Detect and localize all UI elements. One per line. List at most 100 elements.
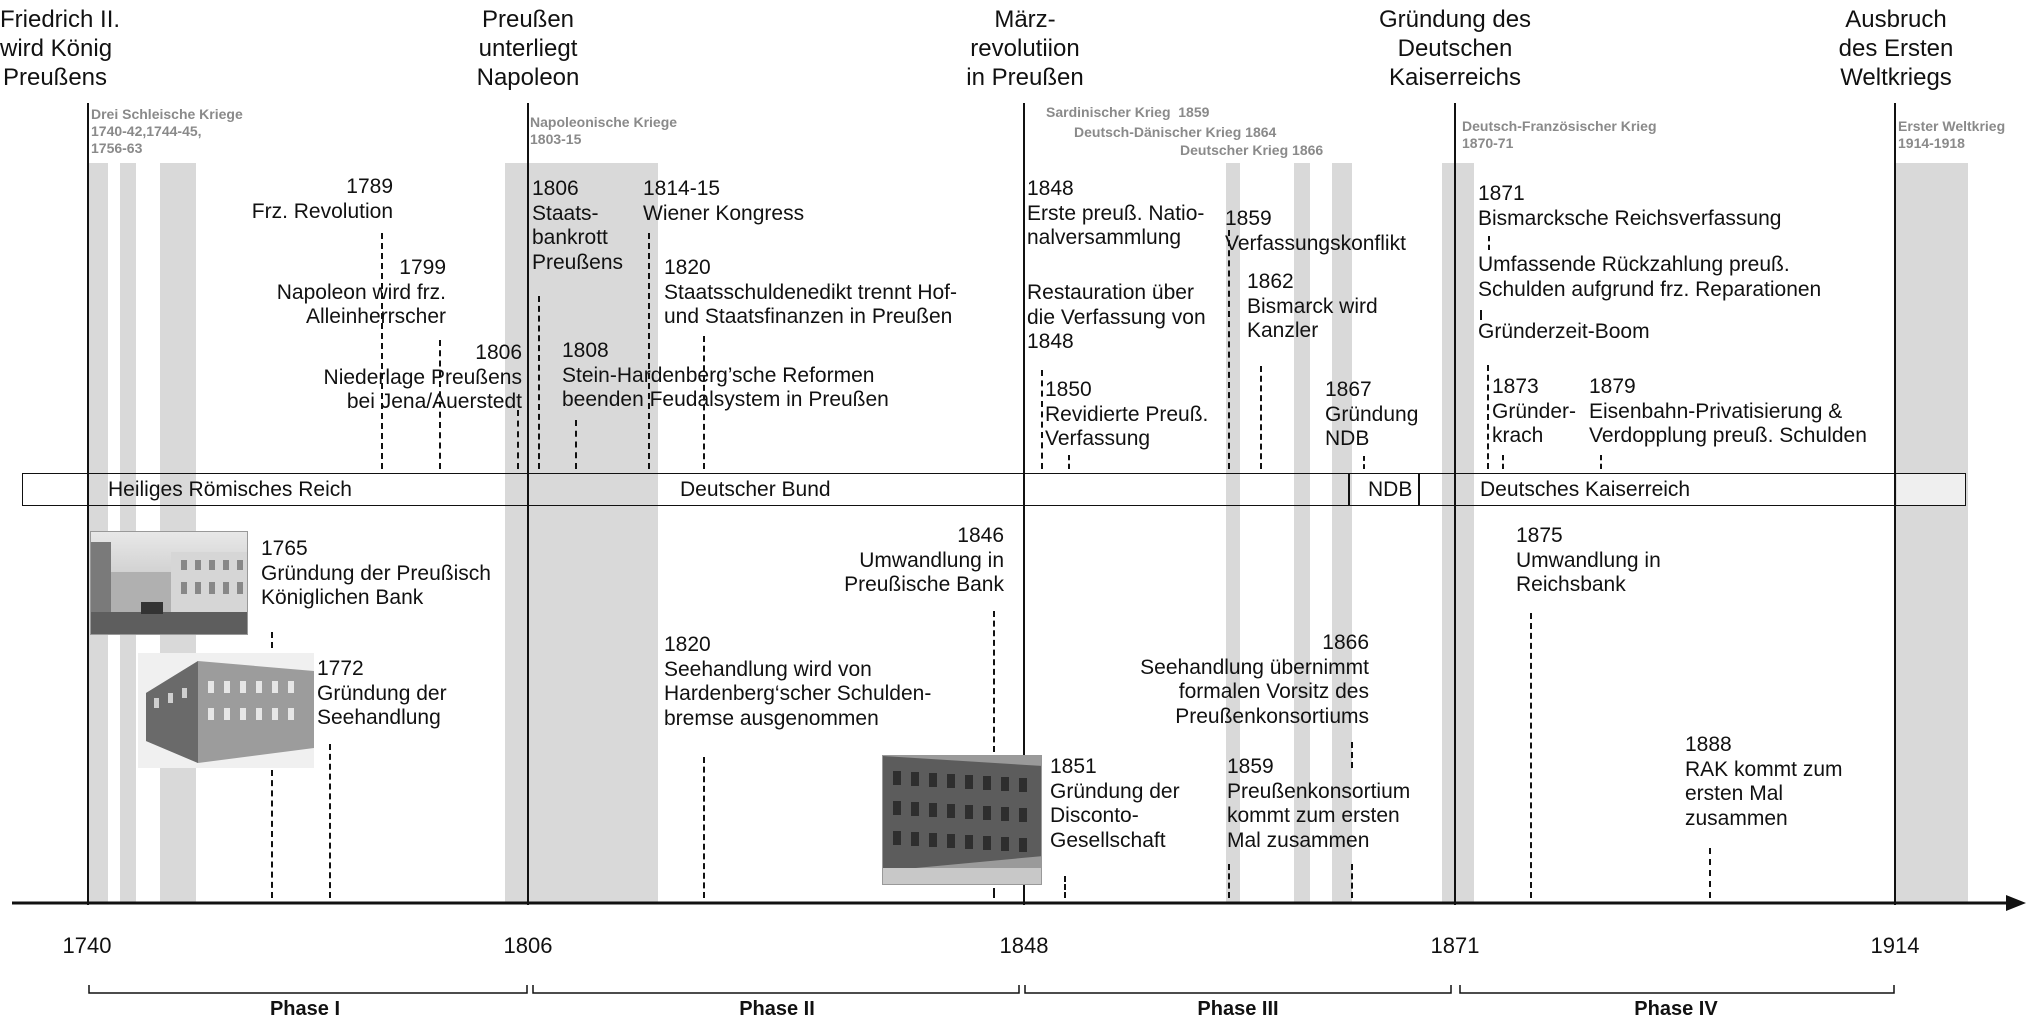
connector-1873a [1487, 365, 1489, 469]
connector-1879 [1600, 455, 1602, 469]
strip-divider-ndb-reich [1418, 474, 1420, 505]
connector-1806 [517, 410, 519, 469]
connector-1789 [381, 233, 383, 469]
connector-low-1875 [1530, 613, 1532, 898]
connector-low-1772 [329, 744, 331, 898]
lower-event-1875: 1875 Umwandlung in Reichsbank [1516, 524, 1661, 597]
phase-1-label: Phase I [269, 998, 341, 1020]
war-band-daenisch [1294, 163, 1310, 902]
event-1879: 1879 Eisenbahn-Privatisierung & Verdoppl… [1589, 375, 1867, 448]
connector-1862 [1260, 366, 1262, 469]
epoch-line-1848 [1023, 103, 1025, 905]
states-strip [22, 473, 1966, 506]
seehandlung-drawing [146, 661, 314, 763]
strip-fill-1914 [1897, 474, 1965, 505]
bank-building-engraving [90, 531, 248, 635]
axis-year-1806: 1806 [503, 933, 553, 958]
connector-low-1866b [1351, 864, 1353, 898]
disconto-building-photo [882, 755, 1042, 885]
connector-low-1888 [1709, 848, 1711, 898]
state-bund: Deutscher Bund [680, 478, 831, 501]
state-kaiserreich: Deutsches Kaiserreich [1480, 478, 1691, 501]
war-band-franzoesisch [1442, 163, 1474, 902]
event-1862: 1862 Bismarck wird Kanzler [1247, 270, 1378, 343]
connector-1808 [575, 420, 577, 469]
epoch-line-1806 [527, 103, 529, 905]
war-label-weltkrieg: Erster Weltkrieg 1914-1918 [1898, 118, 2006, 151]
header-1806: Preußen unterliegt Napoleon [476, 6, 580, 91]
war-band-napoleon-a [505, 163, 527, 902]
connector-1850 [1068, 455, 1070, 469]
phase-4-label: Phase IV [1634, 998, 1718, 1020]
event-1820-edikt: 1820 Staatsschuldenedikt trennt Hof- und… [664, 256, 957, 329]
connector-low-1820 [703, 757, 705, 898]
epoch-line-1914 [1894, 103, 1896, 905]
event-1789: 1789 Frz. Revolution [251, 175, 393, 223]
event-1867: 1867 Gründung NDB [1325, 378, 1419, 451]
bank-engraving-drawing [91, 542, 247, 634]
war-label-deutsch: Deutscher Krieg 1866 [1180, 142, 1324, 158]
event-1871-boom: Gründerzeit-Boom [1478, 320, 1650, 343]
connector-low-1866 [1351, 742, 1353, 768]
header-1871: Gründung des Deutschen Kaiserreichs [1378, 6, 1532, 91]
connector-1848 [1041, 370, 1043, 469]
axis-year-1740: 1740 [62, 933, 112, 958]
seehandlung-building-photo [138, 653, 314, 768]
axis-year-1914: 1914 [1870, 933, 1920, 958]
phase-bracket-3 [1024, 985, 1452, 994]
war-label-franzoesisch: Deutsch-Französischer Krieg 1870-71 [1462, 118, 1657, 151]
event-1806-niederlage: 1806 Niederlage Preußens bei Jena/Auerst… [323, 341, 522, 414]
lower-event-1820: 1820 Seehandlung wird von Hardenberg‘sch… [664, 633, 932, 730]
war-label-napoleonisch: Napoleonische Kriege 1803-15 [530, 114, 678, 147]
connector-1859 [1228, 230, 1230, 469]
connector-low-1846 [993, 611, 995, 752]
connector-1814 [648, 233, 650, 469]
connector-low-1765 [271, 632, 273, 648]
lower-event-1765: 1765 Gründung der Preußisch Königlichen … [261, 537, 491, 610]
connector-low-1765b [271, 770, 273, 898]
phase-3-label: Phase III [1197, 998, 1279, 1020]
war-band-deutsch [1332, 163, 1352, 902]
war-band-weltkrieg [1896, 163, 1968, 902]
axis-year-1871: 1871 [1430, 933, 1480, 958]
connector-1871b [1480, 310, 1482, 320]
war-label-schlesisch: Drei Schleische Kriege 1740-42,1744-45, … [91, 106, 243, 156]
lower-event-1888: 1888 RAK kommt zum ersten Mal zusammen [1685, 733, 1843, 830]
header-1914: Ausbruch des Ersten Weltkriegs [1838, 6, 1954, 91]
lower-event-1866: 1866 Seehandlung übernimmt formalen Vors… [1140, 631, 1369, 728]
header-1740: Friedrich II. wird König Preußens [0, 6, 121, 91]
connector-1799 [439, 340, 441, 469]
event-1859: 1859 Verfassungskonflikt [1225, 207, 1406, 255]
lower-event-1859: 1859 Preußenkonsortium kommt zum ersten … [1227, 755, 1411, 852]
event-1850: 1850 Revidierte Preuß. Verfassung [1045, 378, 1209, 451]
lower-event-1772: 1772 Gründung der Seehandlung [317, 657, 447, 730]
connector-1820 [703, 336, 705, 469]
connector-1871 [1488, 236, 1490, 250]
strip-fill-napoleon [528, 474, 658, 505]
connector-low-1846b [993, 888, 995, 898]
phase-bracket-2 [532, 985, 1020, 994]
event-1808: 1808 Stein-Hardenberg’sche Reformen been… [562, 339, 889, 412]
event-1848-nationalversammlung: 1848 Erste preuß. Natio- nalversammlung [1027, 177, 1205, 250]
state-hrr: Heiliges Römisches Reich [108, 478, 352, 501]
epoch-line-1740 [87, 103, 89, 905]
connector-low-1851 [1064, 876, 1066, 898]
event-1873: 1873 Gründer- krach [1492, 375, 1577, 448]
axis-year-1848: 1848 [999, 933, 1049, 958]
state-ndb: NDB [1368, 478, 1413, 501]
connector-1873b [1502, 455, 1504, 469]
header-1848: März- revolutiion in Preußen [966, 6, 1084, 91]
connector-low-1859 [1228, 864, 1230, 898]
connector-1867 [1363, 456, 1365, 469]
war-band-napoleon-b [527, 163, 658, 902]
war-label-daenisch: Deutsch-Dänischer Krieg 1864 [1074, 124, 1277, 140]
event-1806-staatsbankrott: 1806 Staats- bankrott Preußens [532, 177, 624, 274]
disconto-drawing [883, 756, 1041, 884]
lower-event-1846: 1846 Umwandlung in Preußische Bank [844, 524, 1004, 597]
event-1871-verfassung: 1871 Bismarcksche Reichsverfassung [1478, 182, 1782, 230]
connector-1806b [538, 296, 540, 469]
phase-bracket-1 [88, 985, 528, 994]
strip-divider-bund-ndb [1348, 474, 1350, 505]
event-1848-restauration: Restauration über die Verfassung von 184… [1027, 281, 1206, 354]
